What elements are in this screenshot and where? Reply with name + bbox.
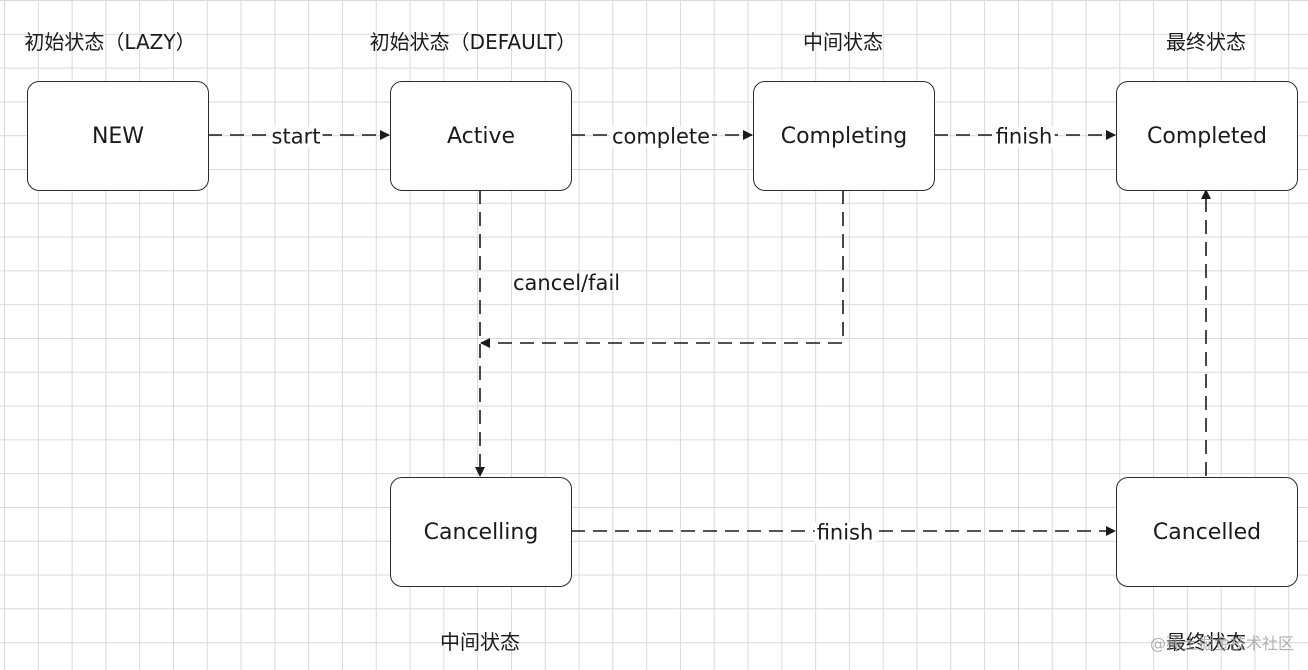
transition-label-finish-top: finish	[993, 124, 1055, 149]
transition-label-finish-bottom: finish	[814, 520, 876, 545]
phase-label-lazy-initial: 初始状态（LAZY）	[24, 30, 196, 54]
state-new: NEW	[27, 81, 209, 191]
state-cancelling: Cancelling	[390, 477, 572, 587]
phase-label-default-initial: 初始状态（DEFAULT）	[369, 30, 577, 54]
edge-completing-to-cancel-path	[480, 190, 844, 348]
phase-label-intermediate-bottom: 中间状态	[440, 630, 520, 654]
state-active: Active	[390, 81, 572, 191]
watermark-text: @稀土掘金技术社区	[1149, 634, 1294, 653]
phase-label-intermediate: 中间状态	[803, 30, 883, 54]
transition-label-start: start	[269, 124, 323, 149]
phase-label-final: 最终状态	[1166, 30, 1246, 54]
state-cancelled: Cancelled	[1116, 477, 1298, 587]
phase-label-final-bottom: 最终状态	[1166, 630, 1246, 654]
state-completing: Completing	[753, 81, 935, 191]
transition-label-complete: complete	[609, 124, 713, 149]
state-completed: Completed	[1116, 81, 1298, 191]
transition-label-cancel-fail: cancel/fail	[513, 271, 621, 295]
